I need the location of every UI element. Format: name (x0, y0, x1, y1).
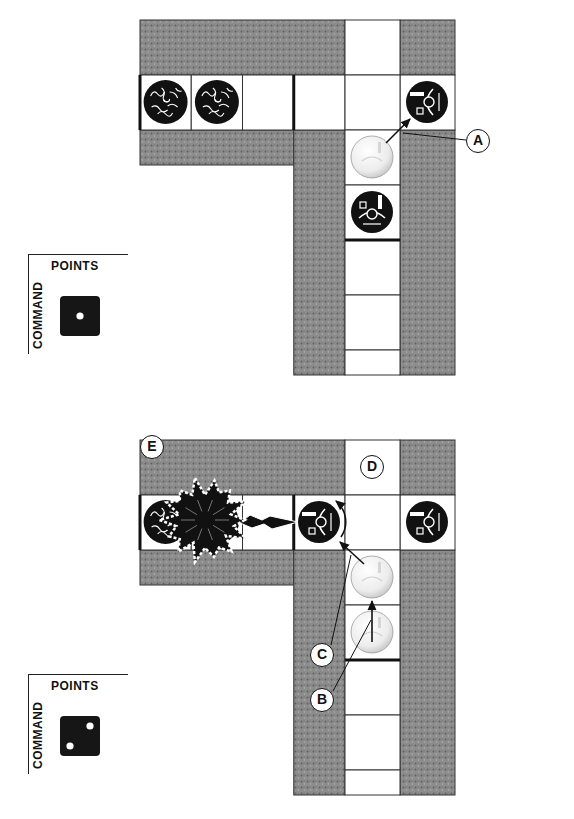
callout-letter: B (310, 688, 334, 712)
wall (140, 130, 294, 165)
wall (140, 550, 294, 585)
wall (400, 440, 455, 495)
marine-token (351, 191, 393, 233)
floor-square (400, 495, 455, 550)
leader-line (403, 133, 466, 140)
callout-letter: C (310, 643, 334, 667)
marine-token (298, 501, 340, 543)
ghost-token (351, 556, 393, 598)
box-heading: POINTS (51, 260, 99, 272)
floor-square (345, 715, 400, 770)
box-heading: POINTS (51, 680, 99, 692)
blast-streak (198, 500, 202, 511)
leader-line (331, 555, 351, 645)
section-boundary (139, 495, 142, 550)
floor-square (345, 20, 400, 75)
floor-square (345, 770, 400, 795)
die (60, 716, 100, 756)
wall (400, 130, 455, 375)
blast-streak (208, 500, 212, 511)
genestealer-token (144, 80, 188, 124)
floor-square (345, 350, 400, 375)
die (60, 296, 100, 336)
floor-square (294, 75, 345, 130)
wall (400, 20, 455, 75)
move-arrow (371, 601, 373, 642)
floor-square (345, 660, 400, 715)
floor-square (345, 240, 400, 295)
callout-letter: E (140, 435, 164, 459)
floor-square (345, 75, 400, 130)
floor-square (345, 495, 400, 550)
blast-streak (186, 508, 197, 515)
board-section (140, 20, 466, 375)
vertical-heading: COMMAND (32, 702, 44, 770)
floor-square (345, 185, 400, 240)
floor-square (294, 495, 345, 550)
genestealer-token (195, 80, 239, 124)
blast-streak (208, 529, 212, 540)
wall (140, 20, 345, 75)
callout-letter: A (466, 129, 490, 153)
marine-token (406, 81, 448, 123)
blast-streak (215, 520, 229, 521)
blast-streak (198, 529, 202, 540)
blast-streak (213, 525, 224, 532)
wall (400, 550, 455, 795)
floor-square (243, 75, 294, 130)
wall (140, 440, 345, 495)
wall (294, 130, 345, 375)
callout-letter: D (360, 455, 384, 479)
section-boundary (345, 659, 400, 662)
blast-streak (186, 525, 197, 532)
floor-square (345, 440, 400, 495)
leader-line (333, 620, 371, 691)
floor-square (140, 75, 191, 130)
command-points-box: COMMAND POINTS (28, 674, 128, 774)
floor-square (345, 550, 400, 605)
section-boundary (345, 239, 400, 242)
wall (294, 550, 345, 795)
move-arrow (386, 119, 410, 143)
vertical-heading: COMMAND (32, 282, 44, 350)
blast-streak (181, 520, 195, 521)
flame-jet (240, 515, 298, 529)
explosion (159, 478, 246, 562)
move-arrow (340, 542, 364, 564)
marine-token (406, 501, 448, 543)
blast-streak (213, 508, 224, 515)
section-boundary (292, 75, 295, 130)
command-points-box: COMMAND POINTS (28, 254, 128, 354)
board-section (140, 440, 455, 795)
floor-square (191, 75, 242, 130)
turn-arrow (336, 501, 346, 537)
section-boundary (139, 75, 142, 130)
floor-square (345, 295, 400, 350)
